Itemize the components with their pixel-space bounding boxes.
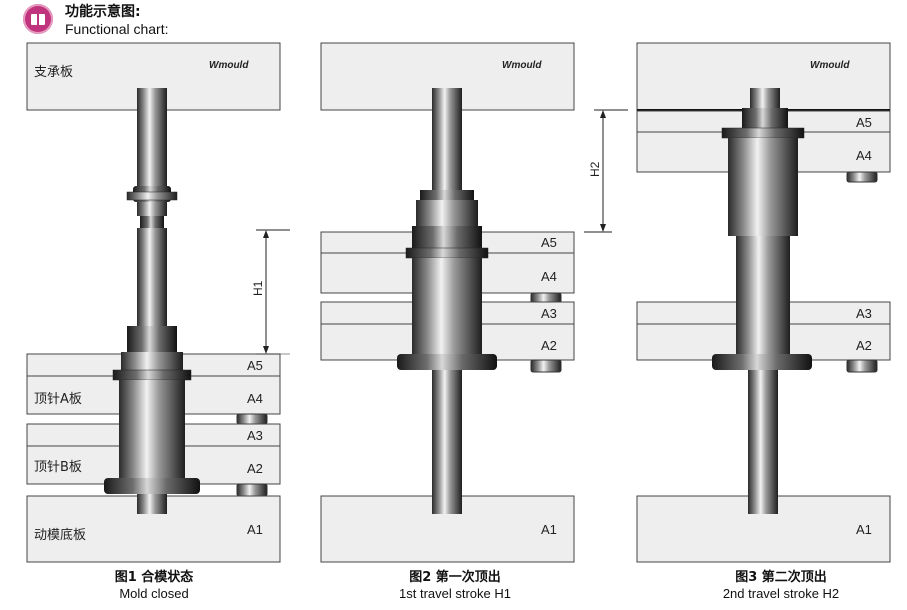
plate-code-a5: A5 — [541, 235, 557, 250]
panel-1: 支承板 Wmould A5 A4 顶针A板 A3 A2 顶针B板 A1 动模底板 — [26, 42, 290, 563]
header: 功能示意图: Functional chart: — [23, 4, 323, 38]
h2-dimension: H2 — [584, 109, 628, 233]
h2-label: H2 — [588, 161, 602, 177]
plate-code-a4: A4 — [856, 148, 872, 163]
caption-panel-2: 图2 第一次顶出 1st travel stroke H1 — [355, 570, 555, 601]
header-subtitle: Functional chart: — [65, 21, 169, 37]
spacer-block — [236, 413, 268, 425]
spacer-block — [530, 359, 562, 373]
base-plate-label: 动模底板 — [34, 527, 86, 543]
plate-code-a2: A2 — [541, 338, 557, 353]
spacer-block — [846, 359, 878, 373]
brand-label: Wmould — [209, 60, 249, 71]
plate-code-a2: A2 — [856, 338, 872, 353]
header-title: 功能示意图: — [65, 4, 141, 20]
ejector-a-label: 顶针A板 — [34, 392, 82, 407]
spacer-block — [846, 171, 878, 183]
caption-panel-1: 图1 合模状态 Mold closed — [54, 570, 254, 601]
caption-panel-3: 图3 第二次顶出 2nd travel stroke H2 — [681, 570, 881, 601]
ejector-assembly — [104, 88, 200, 514]
book-logo-icon — [23, 4, 53, 34]
plate-code-a1: A1 — [541, 522, 557, 537]
h1-dimension: H1 — [251, 229, 290, 355]
plate-code-a5: A5 — [247, 358, 263, 373]
brand-label: Wmould — [810, 60, 850, 71]
plate-code-a3: A3 — [541, 306, 557, 321]
plate-code-a3: A3 — [247, 428, 263, 443]
caption-en: Mold closed — [119, 586, 189, 601]
brand-label: Wmould — [502, 60, 542, 71]
plate-code-a4: A4 — [247, 391, 263, 406]
ejector-b-label: 顶针B板 — [34, 460, 82, 475]
plate-code-a1: A1 — [247, 522, 263, 537]
support-plate-label: 支承板 — [34, 65, 73, 80]
plate-code-a4: A4 — [541, 269, 557, 284]
caption-cn: 图1 合模状态 — [114, 570, 194, 585]
caption-cn: 图2 第一次顶出 — [409, 570, 501, 585]
plate-code-a5: A5 — [856, 115, 872, 130]
panel-2: Wmould A5 A4 A3 A2 A1 — [320, 42, 628, 563]
plate-code-a2: A2 — [247, 461, 263, 476]
caption-en: 1st travel stroke H1 — [399, 586, 511, 601]
h1-label: H1 — [251, 280, 265, 296]
ejector-assembly — [397, 88, 497, 514]
plate-code-a1: A1 — [856, 522, 872, 537]
spacer-block — [236, 483, 268, 497]
plate-code-a3: A3 — [856, 306, 872, 321]
caption-cn: 图3 第二次顶出 — [735, 570, 827, 585]
panel-3: Wmould A5 A4 A3 A2 A1 — [636, 42, 891, 563]
ejector-assembly — [712, 88, 812, 514]
caption-en: 2nd travel stroke H2 — [722, 586, 840, 601]
